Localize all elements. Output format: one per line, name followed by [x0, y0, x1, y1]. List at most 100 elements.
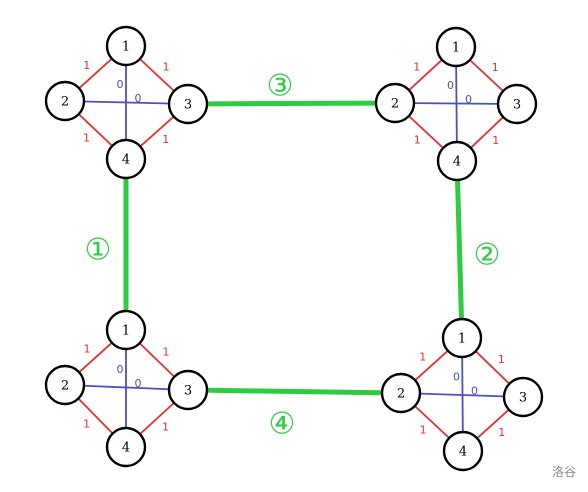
red-edge-3-4	[139, 402, 175, 435]
node-circle	[44, 364, 86, 406]
node-c-3: 3	[167, 369, 209, 411]
red-edge-1-2	[408, 59, 443, 91]
red-edge-weight: 1	[162, 345, 169, 358]
node-circle	[380, 372, 422, 414]
node-label: 4	[122, 441, 130, 456]
red-edge-1-3	[469, 59, 504, 92]
node-a-2: 2	[44, 80, 86, 122]
red-edge-weight: 1	[162, 420, 169, 433]
node-circle	[167, 369, 209, 411]
blue-edge-weight: 0	[117, 363, 124, 376]
blue-edge-weight: 0	[447, 79, 454, 92]
red-edge-1-3	[139, 342, 175, 378]
node-label: 1	[452, 41, 460, 56]
blue-edge-weight: 0	[471, 385, 478, 398]
red-edge-3-4	[470, 116, 504, 149]
node-d-4: 4	[442, 430, 484, 472]
red-edge-1-3	[475, 350, 510, 385]
red-edge-weight: 1	[414, 134, 421, 147]
blue-edge-2-3	[413, 102, 499, 105]
red-edge-1-2	[78, 58, 113, 89]
node-d-3: 3	[502, 376, 544, 418]
red-edge-1-3	[139, 58, 175, 92]
blue-edge-weight: 0	[117, 78, 124, 91]
red-edge-2-4	[78, 113, 113, 147]
node-circle	[105, 138, 147, 180]
connector-edge-2	[455, 179, 464, 320]
node-circle	[435, 26, 477, 68]
node-label: 3	[184, 384, 192, 399]
node-label: 2	[61, 95, 69, 110]
node-label: 2	[391, 97, 399, 112]
red-edge-weight: 1	[498, 426, 505, 439]
node-d-1: 1	[441, 317, 483, 359]
red-edge-weight: 1	[419, 351, 426, 364]
connector-label-4: ④	[269, 407, 296, 442]
node-circle	[441, 317, 483, 359]
node-label: 3	[184, 98, 192, 113]
node-circle	[502, 376, 544, 418]
blue-edge-2-3	[83, 384, 170, 391]
node-label: 1	[122, 40, 130, 55]
connector-label-2: ②	[474, 238, 501, 273]
node-a-1: 1	[105, 25, 147, 67]
connector-label-3: ③	[267, 69, 294, 104]
node-label: 4	[459, 445, 467, 460]
red-edge-2-4	[77, 397, 114, 435]
red-edge-weight: 1	[83, 343, 90, 356]
red-edge-weight: 1	[498, 353, 505, 366]
red-edge-1-2	[414, 350, 449, 381]
cluster-d: 1 1 1 1 00 1 2 3 4	[380, 317, 544, 472]
red-edge-2-4	[414, 405, 450, 439]
node-label: 2	[397, 387, 405, 402]
node-c-4: 4	[105, 426, 147, 468]
node-c-1: 1	[105, 309, 147, 351]
node-circle	[442, 430, 484, 472]
red-edge-2-4	[408, 115, 444, 149]
connector-edge-3	[206, 100, 377, 107]
node-circle	[436, 140, 478, 182]
red-edge-weight: 1	[413, 60, 420, 73]
red-edge-weight: 1	[162, 61, 169, 74]
red-edge-weight: 1	[83, 59, 90, 72]
node-label: 4	[453, 155, 461, 170]
red-edge-weight: 1	[83, 418, 90, 431]
node-label: 2	[61, 379, 69, 394]
node-b-1: 1	[435, 26, 477, 68]
node-a-3: 3	[167, 83, 209, 125]
node-circle	[105, 426, 147, 468]
blue-edge-weight: 0	[135, 377, 142, 390]
red-edge-weight: 1	[162, 133, 169, 146]
node-label: 1	[458, 332, 466, 347]
red-edge-weight: 1	[83, 131, 90, 144]
connector-label-1: ①	[85, 233, 112, 268]
node-circle	[374, 82, 416, 124]
red-edge-3-4	[476, 409, 510, 439]
red-edge-weight: 1	[492, 61, 499, 74]
node-circle	[105, 309, 147, 351]
connector-edge-4	[206, 387, 383, 396]
luogu-watermark: 洛谷	[551, 465, 576, 479]
node-label: 3	[519, 391, 527, 406]
red-edge-weight: 1	[492, 134, 499, 147]
blue-edge-2-3	[419, 392, 505, 398]
blue-edge-2-3	[83, 100, 170, 105]
red-edge-1-2	[78, 342, 113, 373]
blue-edge-weight: 0	[453, 371, 460, 384]
node-circle	[105, 25, 147, 67]
node-b-2: 2	[374, 82, 416, 124]
node-a-4: 4	[105, 138, 147, 180]
red-edge-3-4	[139, 115, 175, 148]
cluster-c: 1 1 1 1 00 1 2 3 4	[44, 309, 209, 468]
node-b-3: 3	[496, 83, 538, 125]
node-label: 1	[122, 324, 130, 339]
node-c-2: 2	[44, 364, 86, 406]
node-label: 3	[513, 98, 521, 113]
red-edge-weight: 1	[420, 424, 427, 437]
node-circle	[44, 80, 86, 122]
node-label: 4	[122, 153, 130, 168]
